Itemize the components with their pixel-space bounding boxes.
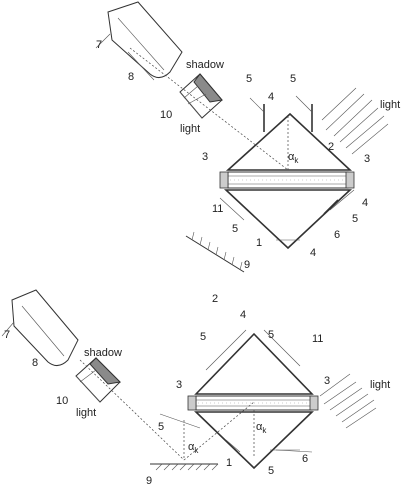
label-5a-bottom: 5 — [200, 331, 206, 343]
label-5c-top: 5 — [352, 213, 358, 225]
shadow-region-bottom — [89, 357, 122, 385]
label-4c-top: 4 — [310, 247, 316, 259]
label-7-top: 7 — [96, 39, 102, 51]
shadow-region-top — [193, 73, 223, 103]
label-4-bottom: 4 — [240, 309, 246, 321]
bottom-figure: 7 8 shadow 10 light 2 4 5 5 11 3 3 light… — [1, 289, 390, 487]
label-light-bottom: light — [370, 379, 390, 391]
label-shadow-top: shadow — [186, 59, 224, 71]
spacer-left-bottom — [187, 395, 197, 411]
label-light-top: light — [380, 99, 400, 111]
label-alpha-inner-bottom: αk — [256, 421, 267, 435]
label-5d-top: 5 — [232, 223, 238, 235]
label-light-screen-top: light — [180, 123, 200, 135]
label-9-bottom: 9 — [146, 475, 152, 487]
label-10-top: 10 — [160, 109, 172, 121]
liquid-layer-top — [219, 171, 355, 189]
top-figure: 7 8 shadow 10 light 5 5 4 light αk 2 3 3… — [95, 1, 400, 273]
mirror-bottom — [150, 463, 219, 471]
prism-upper-top — [225, 95, 353, 171]
mirror-top — [185, 231, 245, 273]
spacer-left-top — [219, 171, 229, 189]
label-5b-top: 5 — [290, 73, 296, 85]
label-2-top: 2 — [328, 141, 334, 153]
label-1-top: 1 — [256, 237, 262, 249]
label-5a-top: 5 — [246, 73, 252, 85]
screen-top — [179, 73, 223, 119]
label-11-bottom: 11 — [312, 333, 323, 345]
observer-device-bottom — [1, 289, 79, 366]
liquid-layer-bottom — [187, 395, 319, 411]
label-6-bottom: 6 — [302, 453, 308, 465]
label-5c-bottom: 5 — [158, 421, 164, 433]
label-1-bottom: 1 — [226, 457, 232, 469]
observer-device-top — [95, 1, 183, 81]
label-9-top: 9 — [244, 259, 250, 271]
spacer-right-bottom — [309, 395, 319, 411]
rays-top — [129, 47, 289, 171]
screen-bottom — [75, 357, 122, 403]
rays-bottom — [79, 359, 313, 461]
light-arrows-bottom — [319, 373, 377, 429]
light-arrows-top — [321, 87, 389, 155]
label-3a-top: 3 — [202, 151, 208, 163]
prism-upper-bottom — [194, 329, 314, 395]
label-alpha-mirror-bottom: αk — [188, 441, 199, 455]
label-8-bottom: 8 — [32, 357, 38, 369]
label-7-bottom: 7 — [4, 329, 10, 341]
label-light-screen-bottom: light — [76, 407, 96, 419]
prism-lower-top — [219, 189, 355, 250]
label-3b-top: 3 — [364, 153, 370, 165]
label-6-top: 6 — [334, 229, 340, 241]
label-2-bottom: 2 — [212, 293, 218, 305]
label-5d-bottom: 5 — [268, 465, 274, 477]
label-10-bottom: 10 — [56, 395, 68, 407]
label-5b-bottom: 5 — [268, 329, 274, 341]
label-11-top: 11 — [212, 203, 223, 215]
label-3b-bottom: 3 — [324, 375, 330, 387]
label-4a-top: 4 — [268, 91, 274, 103]
label-alpha-top: αk — [288, 151, 299, 165]
label-shadow-bottom: shadow — [84, 347, 122, 359]
label-8-top: 8 — [128, 71, 134, 83]
label-3a-bottom: 3 — [176, 379, 182, 391]
label-4b-top: 4 — [362, 197, 368, 209]
spacer-right-top — [345, 171, 355, 189]
